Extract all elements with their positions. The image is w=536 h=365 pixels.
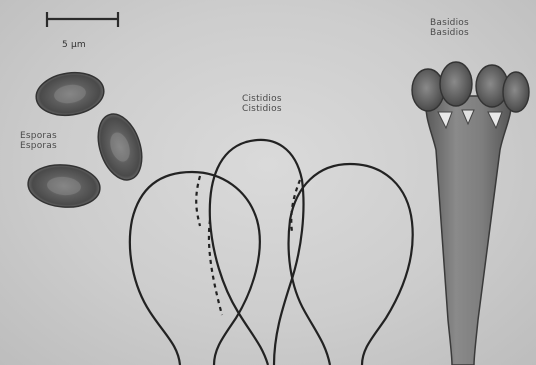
- basidia-label: Basidios Basidios: [430, 18, 469, 38]
- sterigma-spore-4: [503, 72, 529, 112]
- scale-bar-label: 5 µm: [62, 40, 86, 50]
- cystidia-label: Cistidios Cistidios: [242, 94, 282, 114]
- spore-bottom: [26, 162, 101, 210]
- basidium: [426, 96, 512, 365]
- basidia-label-line-1: Basidios: [430, 18, 469, 28]
- spores-label-line-1: Esporas: [20, 131, 57, 141]
- basidia-label-line-2: Basidios: [430, 28, 469, 38]
- cystidia-label-line-1: Cistidios: [242, 94, 282, 104]
- scale-bar: [47, 12, 118, 27]
- spores-label-line-2: Esporas: [20, 141, 57, 151]
- sterigma-spore-2: [440, 62, 472, 106]
- cystidium-right: [289, 164, 413, 365]
- spore-top: [33, 68, 106, 119]
- sterigma-spore-1: [412, 69, 444, 111]
- spores-label: Esporas Esporas: [20, 131, 57, 151]
- cystidia-label-line-2: Cistidios: [242, 104, 282, 114]
- spore-right: [90, 108, 149, 185]
- cystidium-left: [130, 172, 260, 365]
